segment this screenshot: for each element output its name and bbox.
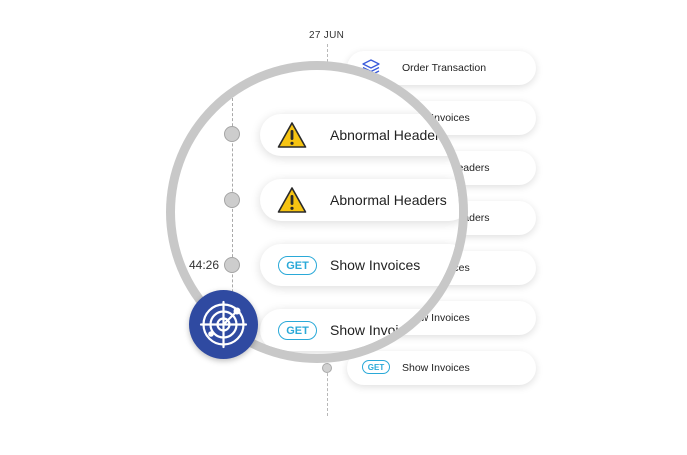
magnified-event-card[interactable]: GET Show Invoices xyxy=(260,309,459,351)
timeline-date: 27 JUN xyxy=(309,30,345,41)
timeline-time: 03:19:14 xyxy=(287,63,319,72)
event-label: Abnormal Headers xyxy=(330,192,447,208)
get-method-tag: GET xyxy=(278,321,317,340)
radar-icon xyxy=(199,300,248,349)
get-method-tag: GET xyxy=(278,256,317,275)
magnified-event-card[interactable]: GET Show Invoices xyxy=(260,244,459,286)
magnified-time: 44:26 xyxy=(189,258,220,272)
event-label: Show Invoices xyxy=(330,257,421,273)
magnified-node xyxy=(224,192,240,208)
magnified-node xyxy=(224,257,240,273)
event-card[interactable]: GET Show Invoices xyxy=(347,351,536,385)
warning-icon xyxy=(277,187,307,213)
event-card[interactable]: Order Transaction xyxy=(347,51,536,85)
event-label: Show Invoices xyxy=(402,362,470,374)
magnified-event-card[interactable]: Abnormal Headers xyxy=(260,114,459,156)
event-label: Order Transaction xyxy=(402,62,487,74)
magnified-node xyxy=(224,126,240,142)
magnified-axis xyxy=(232,98,233,354)
timeline-node xyxy=(322,363,332,373)
radar-badge[interactable] xyxy=(189,290,258,359)
layers-icon xyxy=(362,59,380,76)
magnifier-lens: 44:26 Abnormal Headers Abnormal Headers … xyxy=(175,70,459,354)
get-method-tag: GET xyxy=(362,360,390,374)
magnified-event-card[interactable]: Abnormal Headers xyxy=(260,179,459,221)
event-label: Abnormal Headers xyxy=(330,127,447,143)
warning-icon xyxy=(277,122,307,148)
event-label: Show Invoices xyxy=(330,322,421,338)
